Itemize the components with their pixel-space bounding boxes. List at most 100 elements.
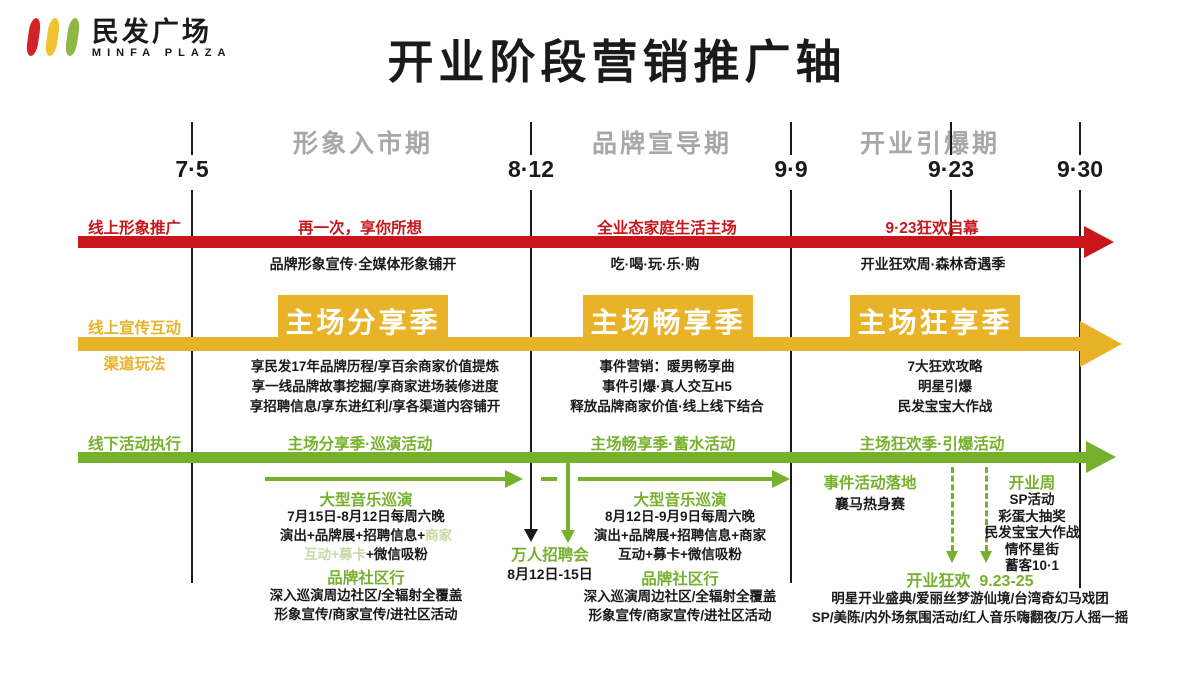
music-line: 互动+募卡+微信吸粉 [618, 547, 742, 562]
week-item: 彩蛋大抽奖 [998, 508, 1066, 524]
music-tour-lines-2: 8月12日-9月9日每周六晚 演出+品牌展+招聘信息+商家 互动+募卡+微信吸粉 [530, 508, 830, 564]
line3-light: 互动+募卡 [304, 547, 366, 562]
dashed-line-1 [951, 467, 954, 551]
logo-stripe-red-icon [25, 18, 42, 56]
community-title-1: 品牌社区行 [327, 570, 405, 587]
music-line: 8月12日-9月9日每周六晚 [604, 509, 756, 524]
gridline-9-9 [790, 190, 792, 583]
tick-9-9 [790, 122, 792, 155]
green-headline-2: 主场畅享季·蓄水活动 [590, 436, 736, 453]
music-tour-line2: 演出+品牌展+招聘信息+商家 [216, 527, 516, 545]
community-line: 形象宣传/商家宣传/进社区活动 [274, 607, 458, 622]
dashed-line-2-head-icon [980, 551, 992, 563]
logo-stripe-green-icon [64, 18, 81, 56]
community-title-2: 品牌社区行 [641, 571, 719, 588]
week-item: SP活动 [1009, 492, 1055, 507]
promo-line: 民发宝宝大作战 [897, 399, 993, 414]
community-lines-2: 深入巡演周边社区/全辐射全覆盖 形象宣传/商家宣传/进社区活动 [530, 588, 830, 625]
promo-line: 明星引爆 [918, 379, 972, 394]
event-landing-title: 事件活动落地 [823, 475, 917, 492]
promo-lines-1: 享民发17年品牌历程/享百余商家价值提炼 享一线品牌故事挖掘/享商家进场装修进度… [225, 358, 525, 416]
community-line: 深入巡演周边社区/全辐射全覆盖 [269, 588, 463, 603]
carnival-line: SP/美陈/内外场氛围活动/红人音乐嗨翻夜/万人摇一摇 [811, 610, 1129, 625]
phase2-drop-line [566, 455, 570, 530]
dashed-line-1-head-icon [946, 551, 958, 563]
week-item: 情怀星街 [1005, 541, 1059, 557]
logo: 民发广场 MINFA PLAZA [25, 16, 231, 61]
promo-line: 释放品牌商家价值·线上线下结合 [570, 399, 764, 414]
green-timeline-bar [78, 452, 1088, 463]
promo-line: 享招聘信息/享东进红利/享各渠道内容铺开 [249, 399, 501, 414]
dashed-line-2 [985, 467, 988, 551]
tour-arrow-2-head-icon [772, 470, 790, 488]
promo-line: 事件引爆·真人交互H5 [602, 379, 732, 394]
phase2-drop-head-icon [561, 530, 575, 543]
logo-mark-icon [25, 16, 82, 61]
date-7-5: 7·5 [175, 156, 209, 182]
music-tour-date-1: 7月15日-8月12日每周六晚 [287, 509, 445, 524]
phase-label-3: 开业引爆期 [859, 130, 1000, 158]
red-sub-2: 吃·喝·玩·乐·购 [610, 256, 700, 272]
tour-arrow-1 [265, 477, 505, 481]
tick-9-23 [950, 122, 952, 155]
gridline-9-23 [950, 190, 952, 238]
tour-arrow-2 [578, 477, 772, 481]
tick-7-5 [191, 122, 193, 155]
date-9-30: 9·30 [1056, 156, 1104, 182]
music-line: 演出+品牌展+招聘信息+商家 [593, 528, 767, 543]
job-fair-date: 8月12日-15日 [507, 566, 593, 582]
carnival-lines: 明星开业盛典/爱丽丝梦游仙境/台湾奇幻马戏团 SP/美陈/内外场氛围活动/红人音… [775, 590, 1165, 627]
row-label-channel: 渠道玩法 [103, 356, 166, 373]
season-badge-2: 主场畅享季 [583, 295, 753, 351]
green-headline-1: 主场分享季·巡演活动 [287, 436, 433, 453]
carnival-date: 9.23-25 [979, 573, 1034, 590]
row-label-online-image: 线上形象推广 [87, 220, 181, 237]
red-timeline-bar [78, 236, 1086, 248]
date-8-12: 8·12 [507, 156, 555, 182]
date-9-23: 9·23 [927, 156, 975, 182]
week-item: 蓄客10·1 [1004, 558, 1060, 573]
job-fair-title: 万人招聘会 [511, 547, 589, 564]
opening-week-title: 开业周 [1008, 475, 1056, 492]
job-fair-arrow-head-icon [524, 529, 538, 542]
phase-label-1: 形象入市期 [292, 130, 433, 158]
opening-carnival-title: 开业狂欢 9.23-25 [820, 567, 1120, 591]
opening-week-items: SP活动 彩蛋大抽奖 民发宝宝大作战 情怀星街 蓄客10·1 [957, 492, 1107, 574]
gridline-9-30 [1079, 190, 1081, 588]
promo-line: 享一线品牌故事挖掘/享商家进场装修进度 [251, 379, 499, 394]
yellow-arrow-head-icon [1080, 321, 1122, 367]
music-tour-line3: 互动+募卡+微信吸粉 [216, 546, 516, 564]
row-label-online-promo: 线上宣传互动 [87, 320, 181, 337]
red-sub-3: 开业狂欢周·森林奇遇季 [860, 256, 1006, 272]
green-headline-3: 主场狂欢季·引爆活动 [859, 436, 1005, 453]
row-label-offline: 线下活动执行 [87, 436, 181, 453]
green-arrow-head-icon [1086, 441, 1116, 473]
red-sub-1: 品牌形象宣传·全媒体形象铺开 [269, 256, 457, 272]
page-title: 开业阶段营销推广轴 [387, 36, 847, 88]
promo-line: 7大狂欢攻略 [907, 359, 983, 374]
carnival-line: 明星开业盛典/爱丽丝梦游仙境/台湾奇幻马戏团 [831, 591, 1109, 606]
week-item: 民发宝宝大作战 [984, 525, 1080, 540]
line2-black: 演出+品牌展+招聘信息+ [279, 528, 426, 543]
line3-black: +微信吸粉 [366, 547, 428, 562]
promo-line: 享民发17年品牌历程/享百余商家价值提炼 [250, 359, 500, 374]
red-headline-2: 全业态家庭生活主场 [597, 220, 737, 237]
music-tour-title-1: 大型音乐巡演 [319, 492, 413, 509]
tick-8-12 [530, 122, 532, 155]
carnival-label: 开业狂欢 [906, 573, 971, 590]
logo-brand: 民发广场 [91, 16, 212, 47]
tick-9-30 [1079, 122, 1081, 155]
music-tour-title-2: 大型音乐巡演 [633, 492, 727, 509]
promo-line: 事件营销：暖男畅享曲 [599, 359, 735, 374]
line2-light: 商家 [425, 528, 453, 543]
community-line: 形象宣传/商家宣传/进社区活动 [588, 608, 772, 623]
community-line: 深入巡演周边社区/全辐射全覆盖 [583, 589, 777, 604]
season-badge-1: 主场分享季 [278, 295, 448, 351]
phase-label-2: 品牌宣导期 [591, 130, 732, 158]
promo-lines-3: 7大狂欢攻略 明星引爆 民发宝宝大作战 [795, 358, 1095, 416]
red-arrow-head-icon [1084, 226, 1114, 258]
gridline-7-5 [191, 190, 193, 583]
tour-arrow-1-head-icon [505, 470, 523, 488]
community-lines-1: 深入巡演周边社区/全辐射全覆盖 形象宣传/商家宣传/进社区活动 [216, 587, 516, 624]
